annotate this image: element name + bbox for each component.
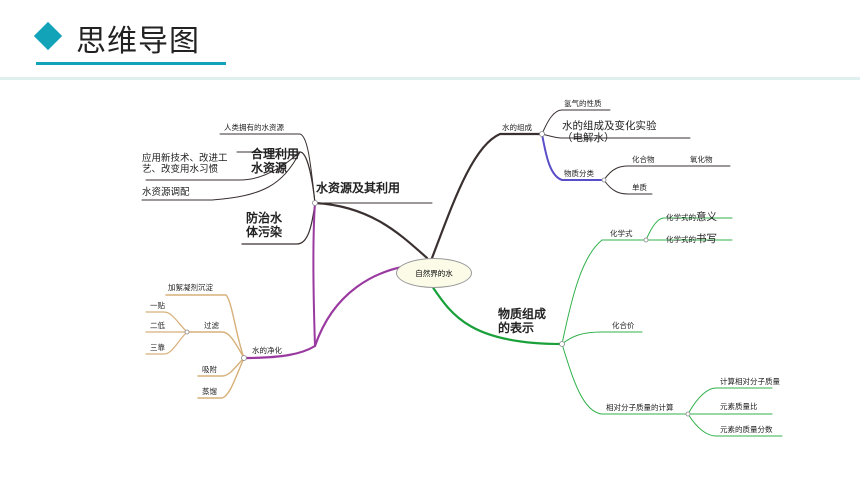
formula-writing-prefix: 化学式的 — [666, 235, 696, 244]
node-water-resources: 水资源及其利用 — [316, 181, 401, 195]
header: 思维导图 — [0, 0, 860, 80]
node-prevent-pollution: 防治水 体污染 — [246, 211, 283, 239]
node-three-lean: 三靠 — [150, 343, 165, 352]
mind-map: 自然界的水 水资源及其利用 合理利用 水资源 人类拥有的水资源 应用新技术、改进… — [132, 96, 808, 444]
node-new-tech: 应用新技术、改进工 艺、改变用水习惯 — [142, 153, 228, 175]
header-rule — [0, 77, 860, 80]
formula-writing-word: 书写 — [696, 233, 717, 245]
node-reasonable-use: 合理利用 水资源 — [251, 147, 300, 175]
node-human-water: 人类拥有的水资源 — [224, 123, 284, 132]
node-filtration: 过滤 — [204, 321, 219, 330]
node-valence: 化合价 — [612, 321, 635, 330]
node-composition-representation: 物质组成 的表示 — [498, 307, 547, 335]
node-formula-writing: 化学式的书写 — [666, 228, 717, 246]
node-adsorption: 吸附 — [202, 365, 217, 374]
node-relative-mass: 相对分子质量的计算 — [606, 403, 674, 412]
mind-map-lines — [141, 109, 783, 437]
node-formula: 化学式 — [610, 229, 633, 238]
title-underline — [36, 62, 226, 65]
formula-meaning-prefix: 化学式的 — [666, 213, 696, 222]
node-experiment: 水的组成及变化实验 （电解水） — [562, 120, 657, 145]
node-element-substance: 单质 — [632, 183, 647, 192]
node-allocation: 水资源调配 — [142, 187, 190, 198]
node-hydrogen: 氢气的性质 — [564, 99, 602, 108]
center-node: 自然界的水 — [396, 258, 472, 288]
node-coagulation: 加絮凝剂沉淀 — [168, 283, 213, 292]
node-water-composition: 水的组成 — [502, 123, 532, 132]
node-calc-mass: 计算相对分子质量 — [720, 377, 780, 386]
center-label: 自然界的水 — [415, 268, 453, 278]
node-purification: 水的净化 — [252, 346, 282, 355]
node-mass-fraction: 元素的质量分数 — [720, 425, 773, 434]
node-formula-meaning: 化学式的意义 — [666, 206, 717, 224]
node-one-stick: 一贴 — [150, 301, 165, 310]
node-distillation: 蒸馏 — [202, 387, 217, 396]
node-two-low: 二低 — [150, 321, 165, 330]
formula-meaning-word: 意义 — [696, 211, 717, 223]
node-mass-ratio: 元素质量比 — [720, 402, 758, 411]
node-classification: 物质分类 — [564, 169, 594, 178]
diamond-icon — [33, 21, 63, 51]
node-oxide: 氧化物 — [690, 155, 713, 164]
page-title: 思维导图 — [76, 24, 200, 59]
node-compound: 化合物 — [632, 155, 655, 164]
